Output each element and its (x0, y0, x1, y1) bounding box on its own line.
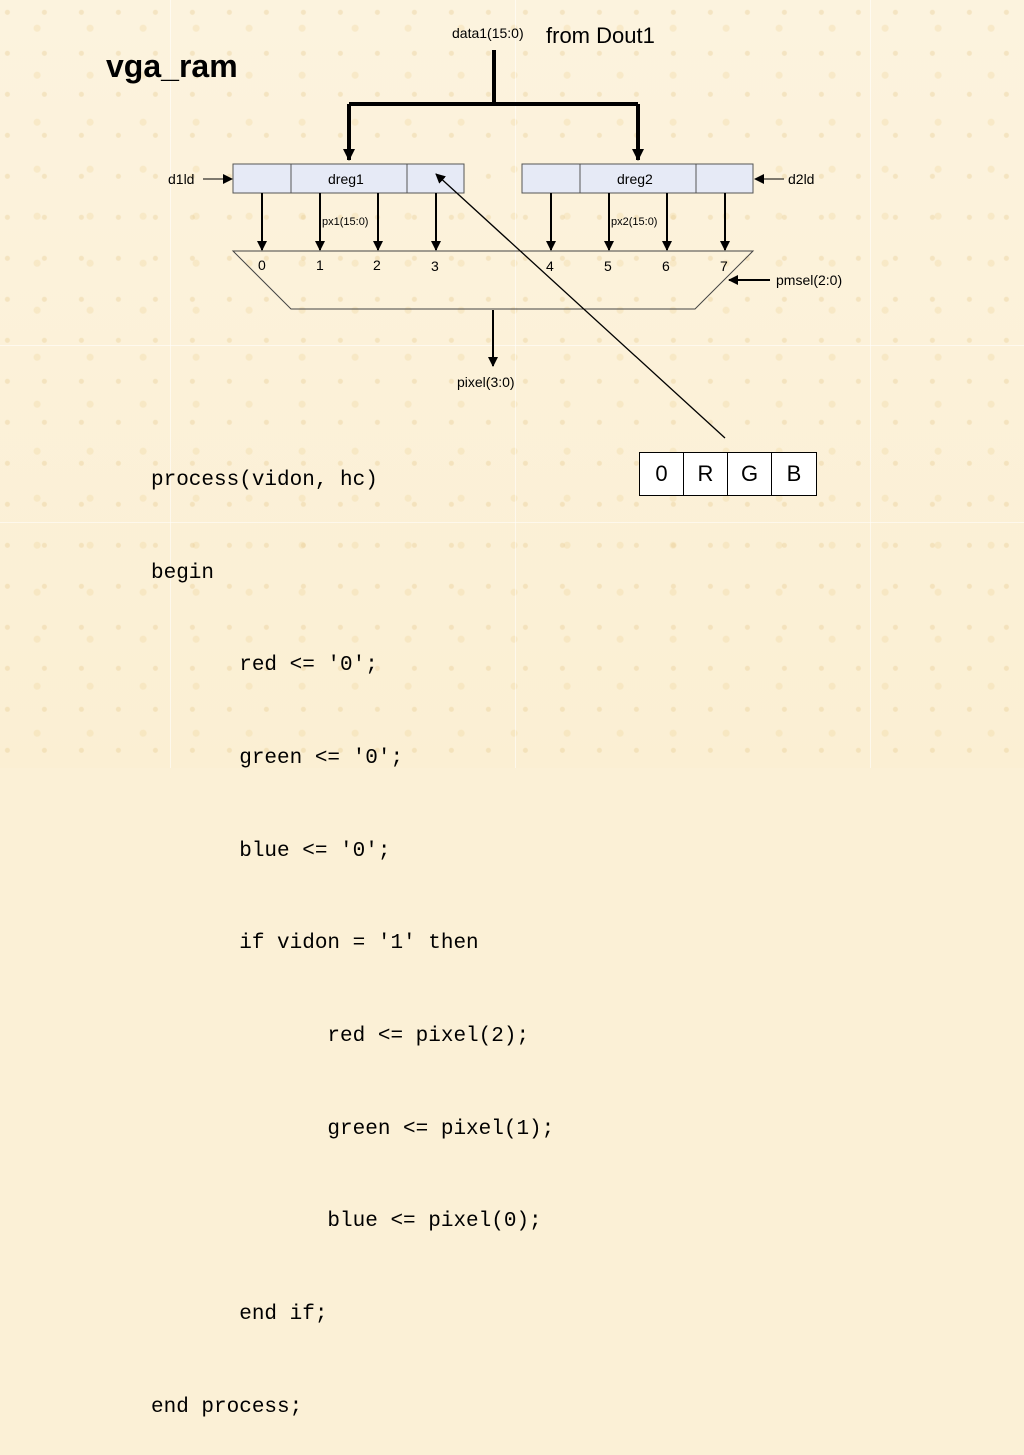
background-seam (870, 0, 871, 768)
d2ld-label: d2ld (788, 171, 815, 187)
background-seam (0, 345, 1024, 346)
mux-input-label: 2 (373, 257, 381, 273)
dreg2-box (521, 163, 754, 194)
code-line: red <= '0'; (151, 654, 378, 678)
code-line: blue <= '0'; (151, 839, 391, 863)
background-seam (0, 522, 1024, 523)
vhdl-code-block: process(vidon, hc) begin red <= '0'; gre… (151, 404, 554, 1455)
slide-title: vga_ram (106, 48, 238, 84)
pixel-bit-cell: R (684, 453, 728, 495)
pixel-format-box: 0 R G B (639, 452, 817, 496)
code-line: end if; (151, 1303, 328, 1327)
mux-input-label: 6 (662, 258, 670, 274)
mux-input-label: 5 (604, 258, 612, 274)
nibble-pointer-arrow (435, 173, 726, 439)
pixel-bit-cell: B (786, 461, 802, 486)
mux-input-label: 7 (720, 258, 728, 274)
px2-label: px2(15:0) (611, 216, 658, 228)
d1ld-label: d1ld (168, 171, 195, 187)
mux-input-label: 0 (258, 257, 266, 273)
mux-input-label: 1 (316, 257, 324, 273)
bus-source-label: from Dout1 (546, 23, 655, 48)
background-seam (515, 0, 516, 768)
code-line: begin (151, 561, 215, 585)
multiplexer (231, 250, 755, 310)
dreg2-label: dreg2 (617, 171, 653, 187)
mux-input-label: 3 (431, 258, 439, 274)
dreg1-box (232, 163, 465, 194)
mux-input-label: 4 (546, 258, 554, 274)
pixel-bit-cell: G (728, 453, 772, 495)
px1-label: px1(15:0) (322, 216, 369, 228)
code-line: process(vidon, hc) (151, 468, 378, 492)
dreg1-label: dreg1 (328, 171, 364, 187)
code-line: if vidon = '1' then (151, 932, 479, 956)
code-line: green <= '0'; (151, 746, 404, 770)
pmsel-label: pmsel(2:0) (776, 272, 843, 288)
pixel-bit-cell: 0 (640, 453, 684, 495)
code-line: red <= pixel(2); (151, 1025, 530, 1049)
vga-ram-diagram (203, 50, 784, 439)
code-line: green <= pixel(1); (151, 1117, 555, 1141)
register-output-arrows (257, 193, 730, 251)
background-seam (170, 0, 171, 768)
code-line: blue <= pixel(0); (151, 1210, 542, 1234)
pixel-output-label: pixel(3:0) (457, 374, 515, 390)
code-line: end process; (151, 1395, 303, 1419)
bus-signal-label: data1(15:0) (452, 25, 524, 41)
